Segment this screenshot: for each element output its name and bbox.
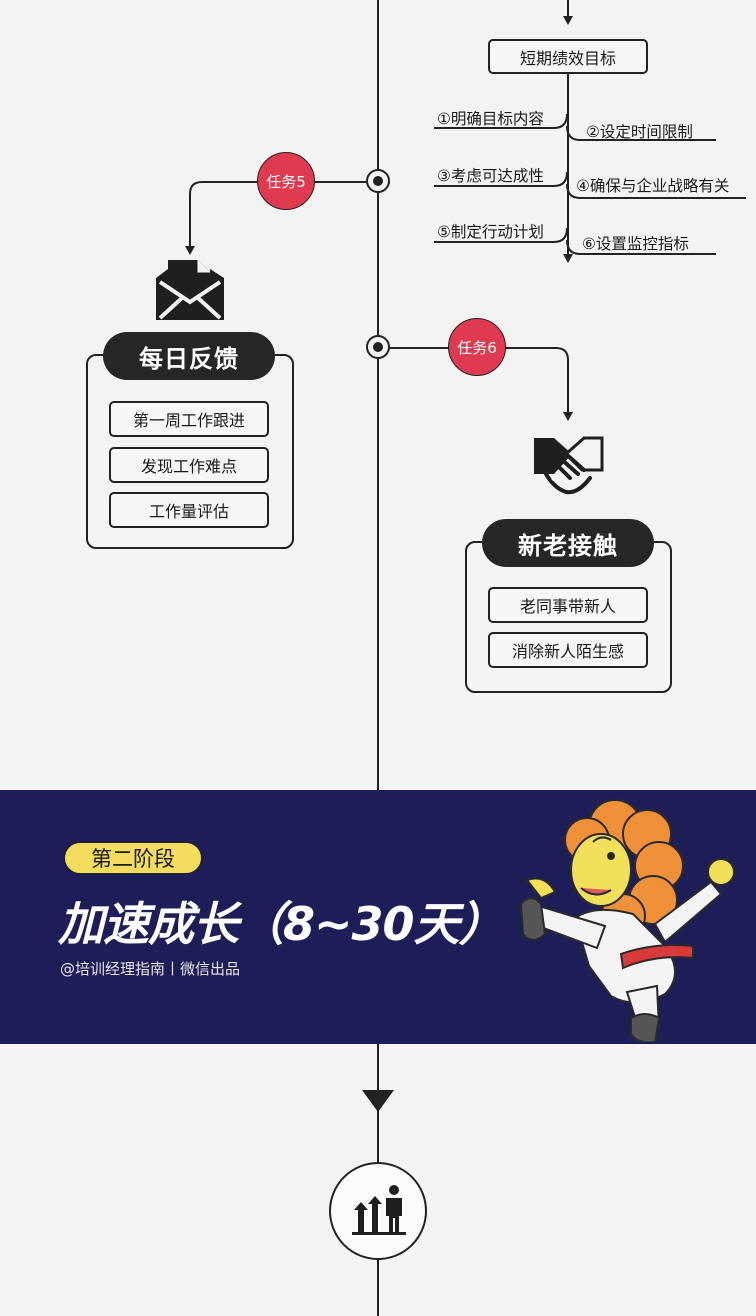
goal-arrow-line xyxy=(567,0,569,18)
task5-connector xyxy=(185,181,366,255)
lion-mascot-icon xyxy=(519,799,735,1042)
task5-title: 每日反馈 xyxy=(103,332,275,380)
goal-item-6: ⑥设置监控指标 xyxy=(582,235,689,253)
stage-arrow-down xyxy=(362,1090,394,1112)
task6-item-1: 老同事带新人 xyxy=(488,587,648,623)
task6-title: 新老接触 xyxy=(482,519,654,567)
goal-item-3: ③考虑可达成性 xyxy=(437,167,544,185)
stage-title: 加速成长（8~30天） xyxy=(58,897,505,951)
goal-item-1: ①明确目标内容 xyxy=(437,110,544,128)
goal-spine xyxy=(567,74,569,256)
goal-title-box: 短期绩效目标 xyxy=(488,39,648,74)
task6-badge: 任务6 xyxy=(448,318,506,376)
timeline-upper xyxy=(377,0,379,790)
stage-credit: @培训经理指南丨微信出品 xyxy=(60,960,241,978)
goal-item-2: ②设定时间限制 xyxy=(586,123,693,141)
stage-tag: 第二阶段 xyxy=(64,842,202,874)
task5-item-1: 第一周工作跟进 xyxy=(109,401,269,437)
timeline-node-task5 xyxy=(366,169,390,193)
goal-item-5: ⑤制定行动计划 xyxy=(437,223,544,241)
goal-branches xyxy=(434,113,746,255)
task6-connector xyxy=(388,347,573,421)
task5-badge: 任务5 xyxy=(257,152,315,210)
goal-item-4: ④确保与企业战略有关 xyxy=(576,177,730,195)
task6-item-2: 消除新人陌生感 xyxy=(488,632,648,668)
growth-person-icon xyxy=(352,1185,406,1235)
goal-spine-arrow xyxy=(563,254,573,263)
task5-item-3: 工作量评估 xyxy=(109,492,269,528)
task5-item-2: 发现工作难点 xyxy=(109,447,269,483)
goal-arrow-head xyxy=(563,16,573,25)
handshake-icon xyxy=(534,436,604,495)
envelope-icon xyxy=(156,260,224,320)
